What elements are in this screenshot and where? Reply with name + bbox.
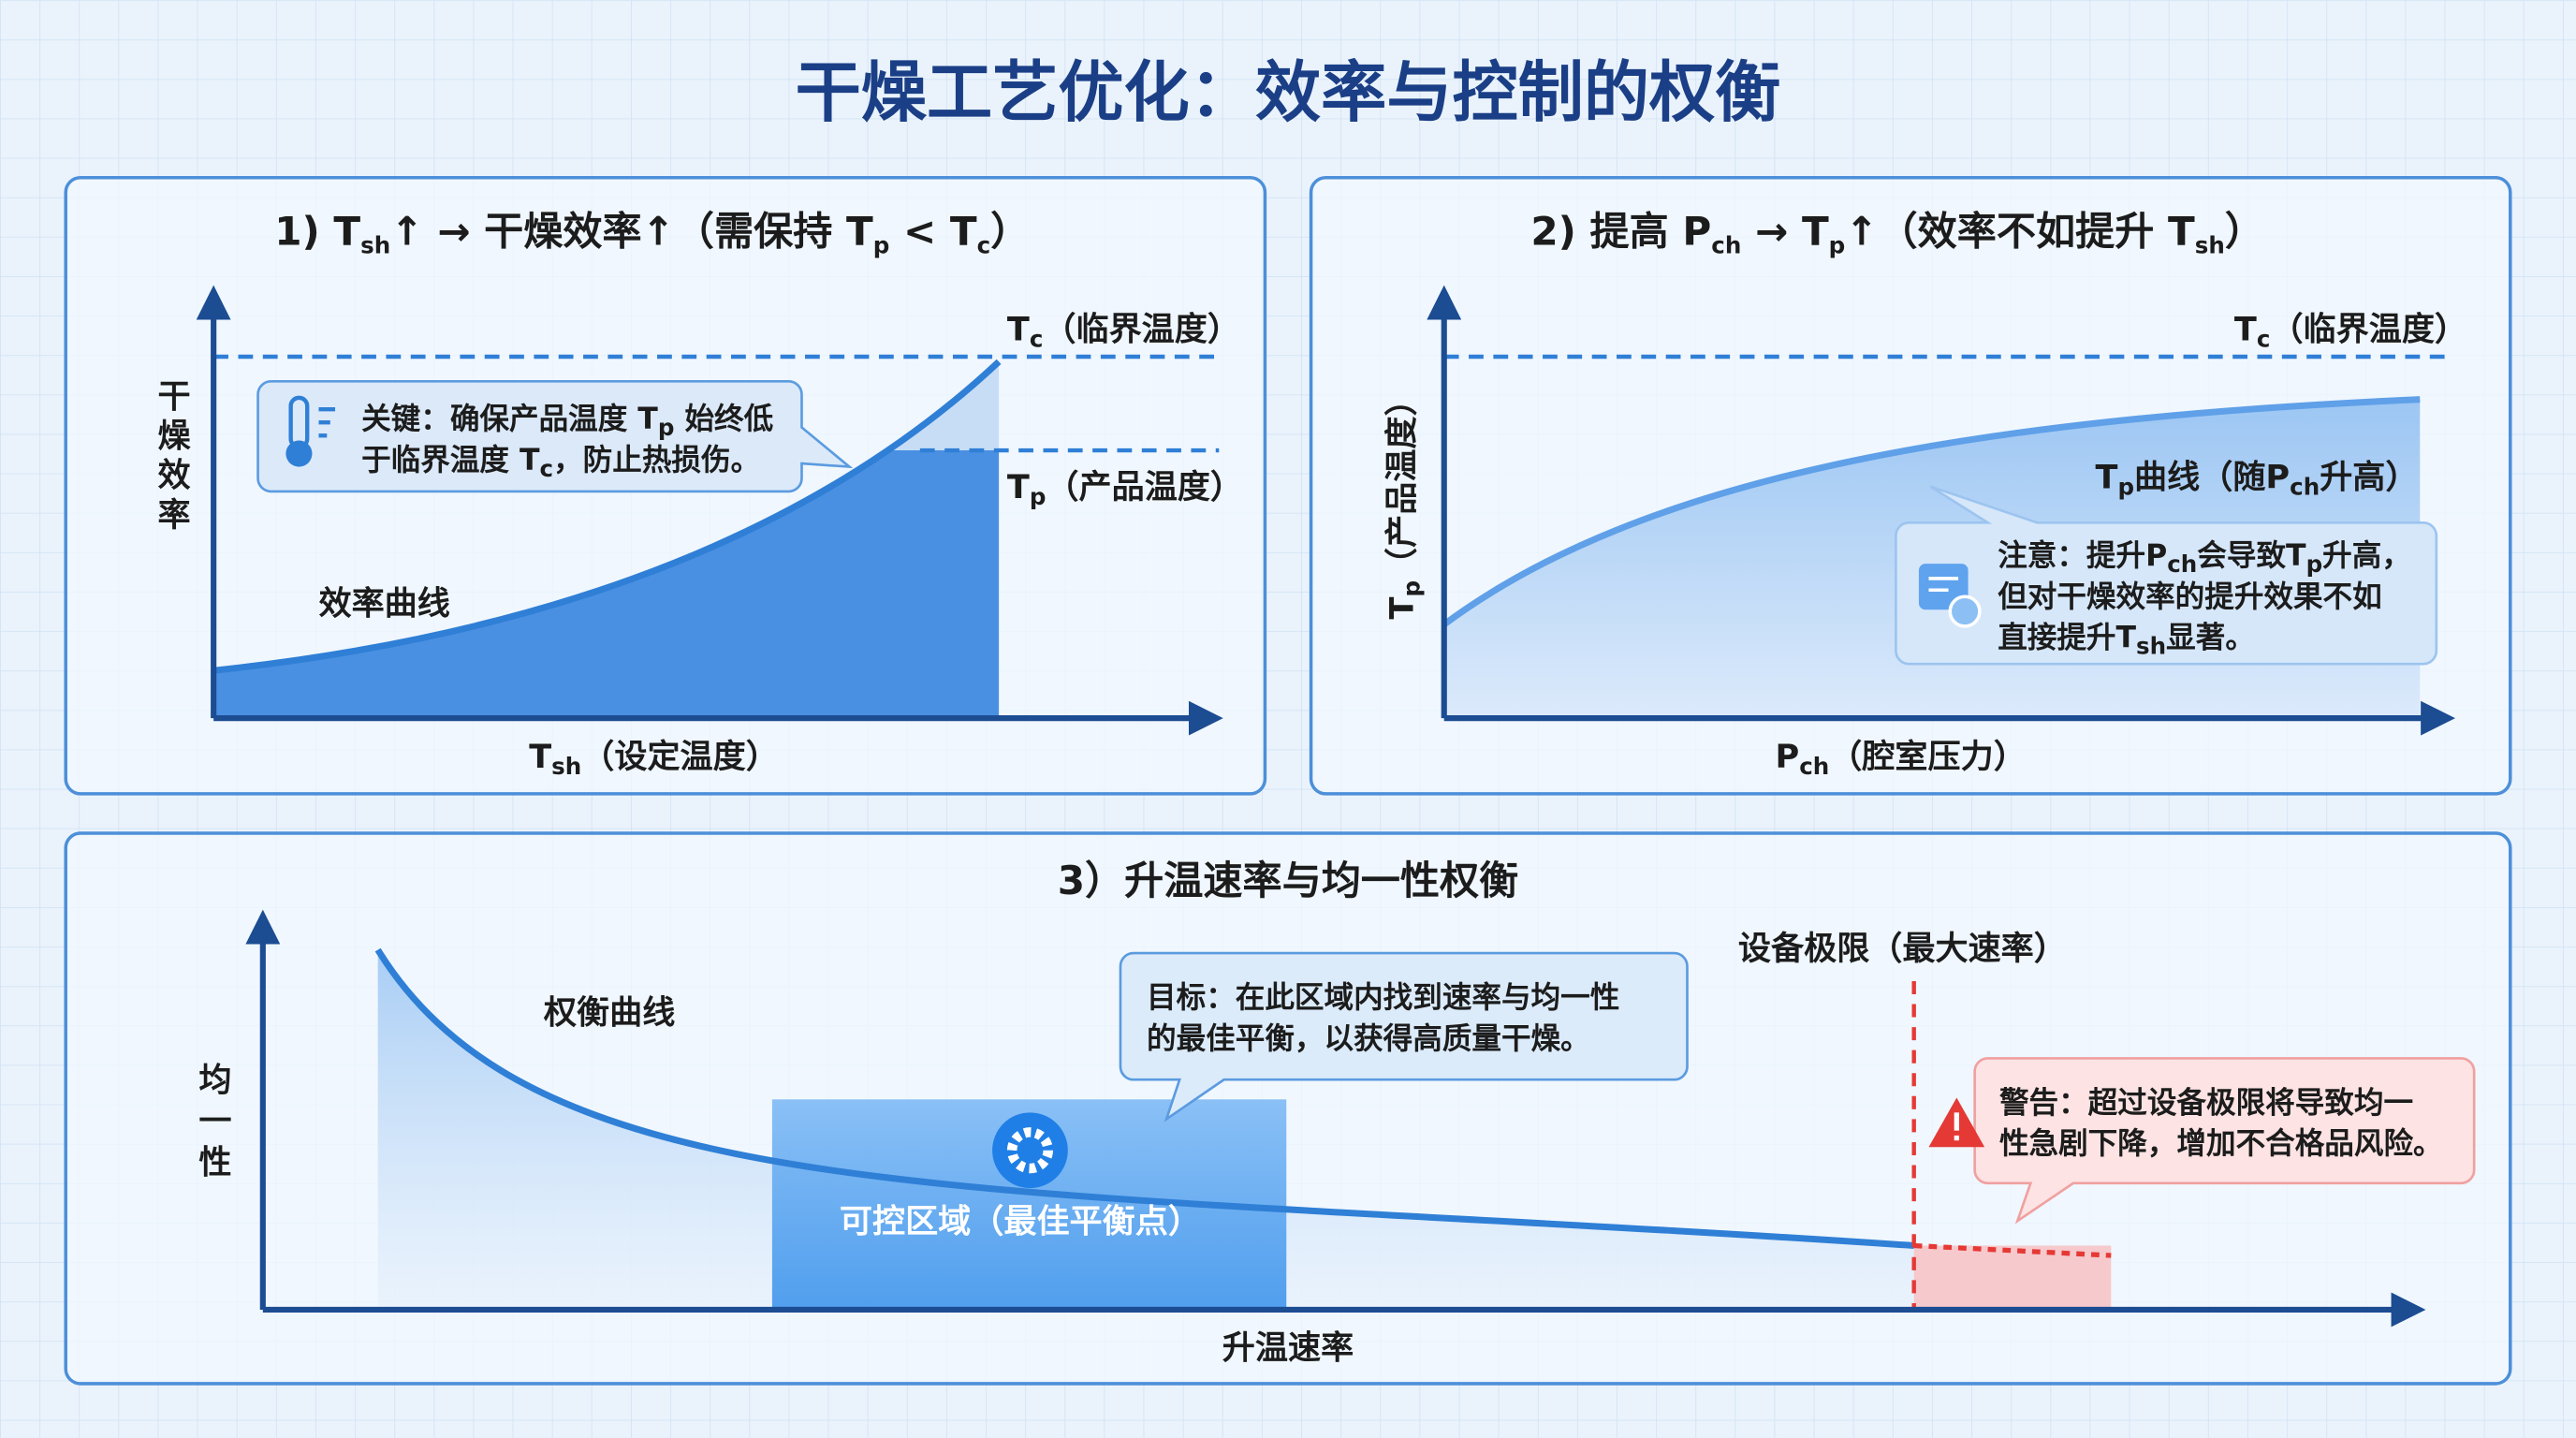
svg-text:关键：确保产品温度 Tp 始终低: 关键：确保产品温度 Tp 始终低 xyxy=(361,403,773,441)
tradeoff-area xyxy=(377,949,1914,1310)
panel3-title: 3）升温速率与均一性权衡 xyxy=(1058,858,1519,903)
main-title: 干燥工艺优化：效率与控制的权衡 xyxy=(796,54,1781,131)
x-axis-label: Pch（腔室压力） xyxy=(1775,738,2026,780)
panel-tsh-efficiency: 1) Tsh↑ → 干燥效率↑（需保持 Tp < Tc） Tc（临界温度） Tp… xyxy=(64,175,1267,796)
svg-text:直接提升Tsh显著。: 直接提升Tsh显著。 xyxy=(1998,622,2255,660)
x-axis-label: 升温速率 xyxy=(1222,1329,1354,1368)
note-callout: 注意：提升Pch会导致Tp升高， 但对干燥效率的提升效果不如 直接提升Tsh显著… xyxy=(1895,485,2438,666)
svg-text:目标：在此区域内找到速率与均一性: 目标：在此区域内找到速率与均一性 xyxy=(1147,981,1619,1015)
goal-callout: 目标：在此区域内找到速率与均一性 的最佳平衡，以获得高质量干燥。 xyxy=(1119,951,1689,1123)
svg-text:一: 一 xyxy=(198,1102,231,1140)
svg-text:警告：超过设备极限将导致均一: 警告：超过设备极限将导致均一 xyxy=(1999,1086,2413,1120)
svg-text:于临界温度 Tc，防止热损伤。: 于临界温度 Tc，防止热损伤。 xyxy=(361,444,760,482)
gear-icon xyxy=(992,1112,1068,1189)
panel2-title: 2) 提高 Pch → Tp↑（效率不如提升 Tsh） xyxy=(1530,209,2264,259)
svg-text:性急剧下降，增加不合格品风险。: 性急剧下降，增加不合格品风险。 xyxy=(1999,1126,2443,1161)
tc-label: Tc（临界温度） xyxy=(1007,310,1240,352)
y-axis-label: 均 一 性 xyxy=(198,1062,231,1182)
tradeoff-curve xyxy=(374,947,1914,1250)
tp-curve-label: Tp曲线（随Pch升高） xyxy=(2096,458,2419,500)
x-axis-label: Tsh（设定温度） xyxy=(529,738,779,780)
chat-note-icon xyxy=(1918,564,1982,628)
warning-icon xyxy=(1928,1097,1985,1148)
warning-callout: 警告：超过设备极限将导致均一 性急剧下降，增加不合格品风险。 xyxy=(1928,1057,2476,1225)
panel1-title: 1) Tsh↑ → 干燥效率↑（需保持 Tp < Tc） xyxy=(274,209,1030,259)
tp-curve xyxy=(1442,396,2421,627)
thermometer-icon xyxy=(285,395,336,467)
key-callout: 关键：确保产品温度 Tp 始终低 于临界温度 Tc，防止热损伤。 xyxy=(256,380,854,493)
panel-rate-uniformity: 3）升温速率与均一性权衡 可控区域（最佳平衡点） 权衡曲线 设备极限（最大速率）… xyxy=(64,831,2512,1386)
y-axis-label: Tp（产品温度） xyxy=(1383,383,1425,619)
panel-pch-tp: 2) 提高 Pch → Tp↑（效率不如提升 Tsh） Tc（临界温度） Tp曲… xyxy=(1309,175,2512,796)
tradeoff-curve-label: 权衡曲线 xyxy=(543,994,675,1033)
controllable-zone-label: 可控区域（最佳平衡点） xyxy=(840,1202,1201,1240)
svg-text:干: 干 xyxy=(157,377,190,416)
svg-text:率: 率 xyxy=(157,496,190,535)
tp-label: Tp（产品温度） xyxy=(1007,468,1243,510)
svg-text:效: 效 xyxy=(157,457,190,495)
svg-text:的最佳平衡，以获得高质量干燥。: 的最佳平衡，以获得高质量干燥。 xyxy=(1147,1022,1590,1056)
svg-text:燥: 燥 xyxy=(157,418,191,456)
svg-text:注意：提升Pch会导致Tp升高，: 注意：提升Pch会导致Tp升高， xyxy=(1998,538,2411,578)
svg-text:但对干燥效率的提升效果不如: 但对干燥效率的提升效果不如 xyxy=(1998,580,2382,614)
efficiency-curve-label: 效率曲线 xyxy=(318,585,449,624)
equipment-limit-label: 设备极限（最大速率） xyxy=(1738,930,2067,968)
efficiency-curve xyxy=(212,359,1002,674)
y-axis-label: 干 燥 效 率 xyxy=(157,377,191,534)
tc-label: Tc（临界温度） xyxy=(2234,310,2467,352)
svg-text:均: 均 xyxy=(198,1062,231,1100)
efficiency-area xyxy=(213,450,1000,719)
svg-text:性: 性 xyxy=(198,1143,231,1181)
danger-zone-top xyxy=(1913,1242,2112,1258)
